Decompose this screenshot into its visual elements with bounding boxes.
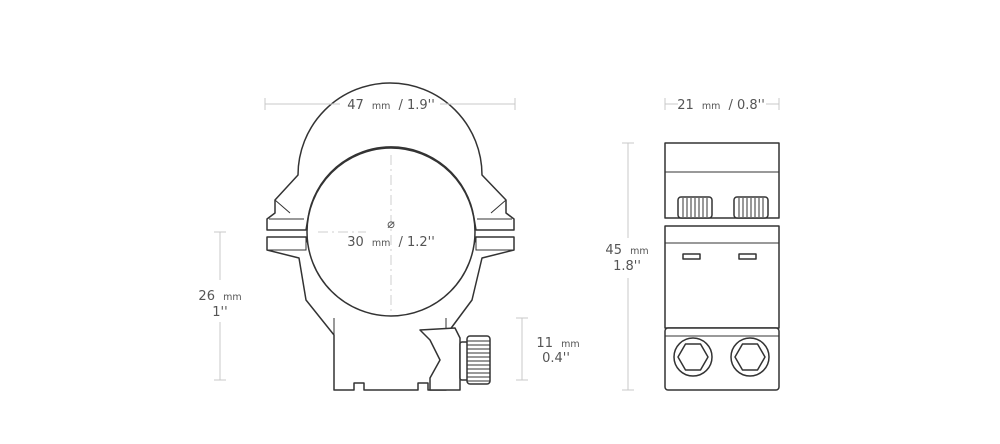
height-label-metric: 26 mm xyxy=(198,285,241,304)
side-cap-screw-right-knurling xyxy=(738,198,764,217)
dimension-width-front: 47 mm / 1.9'' xyxy=(264,94,516,113)
dimension-clamp-height: 11 mm 0.4'' xyxy=(516,317,580,381)
side-cap-screw-left-knurling xyxy=(682,198,708,217)
side-view xyxy=(664,142,780,391)
width-front-label: 47 mm / 1.9'' xyxy=(347,94,435,113)
dimension-bore: ⌀ 30 mm / 1.2'' xyxy=(347,217,435,250)
clamp-height-label-metric: 11 mm xyxy=(536,332,579,351)
dimension-width-side: 21 mm / 0.8'' xyxy=(664,94,780,113)
base-flange-line xyxy=(267,237,514,251)
dimension-height: 26 mm 1'' xyxy=(198,231,242,381)
hex-nut-left xyxy=(677,343,709,371)
side-screw-slot-left xyxy=(682,253,701,260)
clamp-height-label-imperial: 0.4'' xyxy=(542,351,570,366)
hex-nut-right xyxy=(734,343,766,371)
width-side-label: 21 mm / 0.8'' xyxy=(677,94,765,113)
front-view xyxy=(266,82,515,391)
dimension-total-height: 45 mm 1.8'' xyxy=(605,142,649,391)
clamp-knob xyxy=(466,335,491,385)
clamp-knob-knurling xyxy=(467,340,490,382)
total-height-label-metric: 45 mm xyxy=(605,239,648,258)
ring-top-cap xyxy=(266,82,515,231)
total-height-label-imperial: 1.8'' xyxy=(613,259,641,274)
cap-screw-left xyxy=(269,199,304,220)
bore-label: 30 mm / 1.2'' xyxy=(347,231,435,250)
bore-circle xyxy=(306,147,476,317)
bore-diameter-symbol: ⌀ xyxy=(387,217,395,232)
cap-screw-right xyxy=(477,199,512,220)
side-base-block xyxy=(664,225,780,329)
recoil-clamp xyxy=(419,327,461,391)
side-screw-slot-right xyxy=(738,253,757,260)
height-label-imperial: 1'' xyxy=(212,305,227,320)
